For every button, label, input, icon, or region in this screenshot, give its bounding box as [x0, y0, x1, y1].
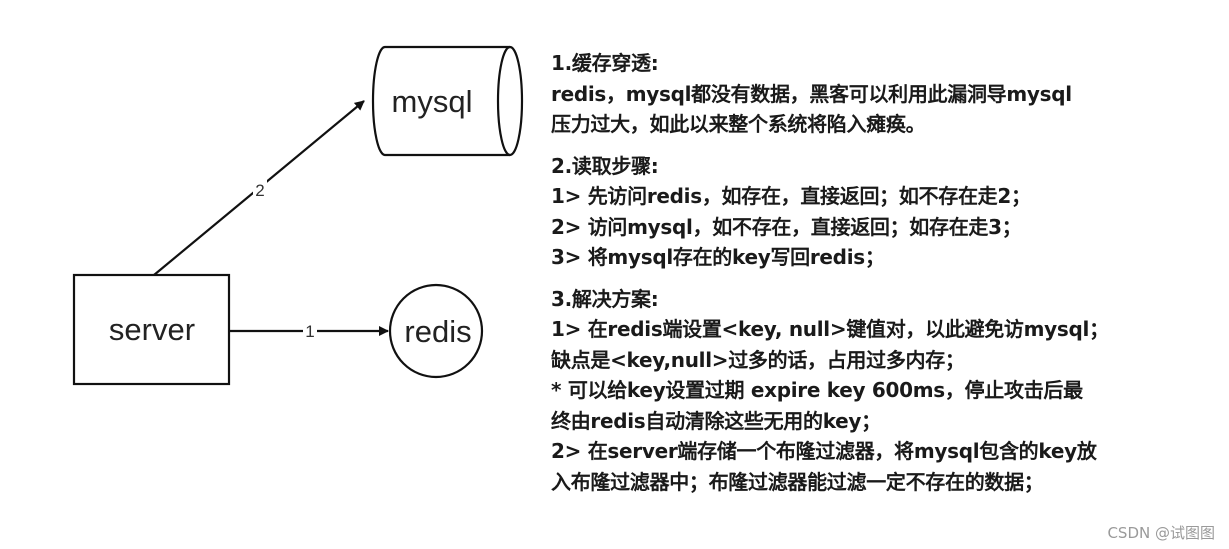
mysql-cylinder-edge [496, 45, 511, 157]
redis-node: redis [388, 283, 484, 379]
server-box [72, 273, 231, 386]
section-line: 终由redis自动清除这些无用的key； [551, 408, 881, 433]
section-line: 缺点是<key,null>过多的话，占用过多内存； [551, 347, 965, 372]
mysql-node: mysql [371, 45, 524, 157]
section-line: 3> 将mysql存在的key写回redis； [551, 245, 885, 269]
section-title: 1.缓存穿透: [551, 51, 659, 75]
redis-circle [388, 283, 484, 379]
section-title: 2.读取步骤: [551, 153, 659, 178]
edge-server-to-mysql-label-bg [253, 179, 267, 199]
server-label: server [109, 312, 195, 347]
redis-label: redis [404, 314, 471, 349]
edge-server-to-redis-label: 1 [305, 322, 314, 341]
edge-server-to-mysql-label: 2 [255, 181, 264, 200]
edge-server-to-redis-label-bg [303, 321, 317, 341]
architecture-diagram: mysql redis server 2 1 [72, 45, 524, 386]
edge-server-to-mysql: 2 [153, 100, 365, 276]
section-line: 2> 访问mysql，如不存在，直接返回；如存在走3； [551, 214, 1022, 239]
section-line: * 可以给key设置过期 expire key 600ms，停止攻击后最 [551, 378, 1083, 402]
watermark: CSDN @试图图 [1107, 524, 1215, 542]
section-line: 入布隆过滤器中；布隆过滤器能过滤一定不存在的数据； [551, 469, 1044, 494]
section-line: 1> 在redis端设置<key, null>键值对，以此避免访mysql； [551, 317, 1109, 341]
section-line: 1> 先访问redis，如存在，直接返回；如不存在走2； [551, 184, 1031, 208]
mysql-label: mysql [392, 84, 473, 119]
edge-server-to-redis: 1 [229, 321, 389, 341]
notes-panel: 1.缓存穿透: redis，mysql都没有数据，黑客可以利用此漏洞导mysql… [551, 48, 1211, 497]
notes-section-cache-penetration: 1.缓存穿透: redis，mysql都没有数据，黑客可以利用此漏洞导mysql… [551, 48, 1211, 140]
notes-section-read-steps: 2.读取步骤: 1> 先访问redis，如存在，直接返回；如不存在走2； 2> … [551, 151, 1211, 273]
section-line: redis，mysql都没有数据，黑客可以利用此漏洞导mysql [551, 81, 1072, 106]
section-title: 3.解决方案: [551, 286, 659, 311]
section-line: 2> 在server端存储一个布隆过滤器，将mysql包含的key放 [551, 439, 1097, 463]
section-line: 压力过大，如此以来整个系统将陷入瘫痪。 [551, 112, 926, 136]
notes-section-solutions: 3.解决方案: 1> 在redis端设置<key, null>键值对，以此避免访… [551, 284, 1211, 498]
server-node: server [72, 273, 231, 386]
